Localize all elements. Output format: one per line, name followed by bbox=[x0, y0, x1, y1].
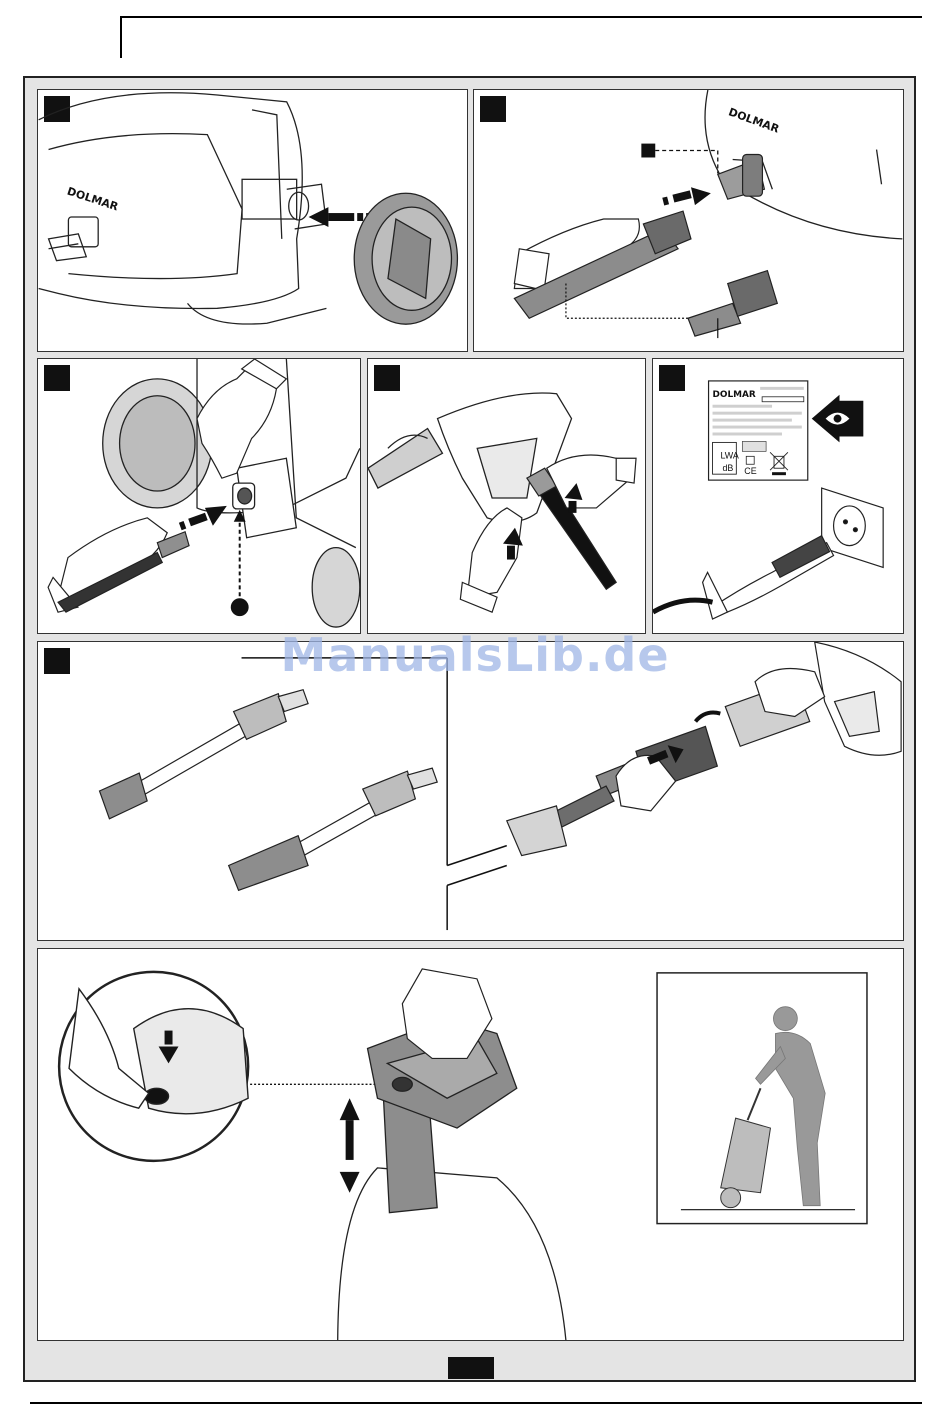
header-rule bbox=[120, 16, 922, 18]
panel-1-illustration: DOLMAR bbox=[38, 90, 467, 351]
rating-label-ce: CE bbox=[744, 466, 756, 476]
lance-fan bbox=[99, 690, 308, 819]
rating-label-db: dB bbox=[722, 463, 733, 473]
rating-label-sound: LWA bbox=[720, 450, 738, 460]
panel-7-illustration bbox=[38, 949, 903, 1340]
panel-4-illustration bbox=[368, 359, 645, 633]
panel-4 bbox=[367, 358, 646, 634]
panel-1: DOLMAR bbox=[37, 89, 468, 352]
rating-label-brand: DOLMAR bbox=[713, 390, 756, 400]
eye-icon bbox=[812, 395, 864, 443]
panel-2: DOLMAR bbox=[473, 89, 904, 352]
panel-6 bbox=[37, 641, 904, 941]
panel-2-illustration: DOLMAR bbox=[474, 90, 903, 351]
panel-3 bbox=[37, 358, 361, 634]
panel-5-illustration: DOLMAR LWA dB CE bbox=[653, 359, 903, 633]
footer-rule bbox=[30, 1402, 922, 1404]
callout-marker bbox=[641, 144, 655, 158]
panel-7 bbox=[37, 948, 904, 1341]
header-rule-vertical bbox=[120, 16, 122, 58]
panel-6-illustration bbox=[38, 642, 903, 940]
panel-5: DOLMAR LWA dB CE bbox=[652, 358, 904, 634]
panel-3-illustration bbox=[38, 359, 360, 633]
brand-label: DOLMAR bbox=[727, 105, 782, 136]
brand-label: DOLMAR bbox=[65, 185, 120, 214]
watermark: ManualsLib.de bbox=[0, 628, 950, 682]
lance-rotary bbox=[229, 768, 438, 890]
page-number-box bbox=[448, 1357, 494, 1379]
